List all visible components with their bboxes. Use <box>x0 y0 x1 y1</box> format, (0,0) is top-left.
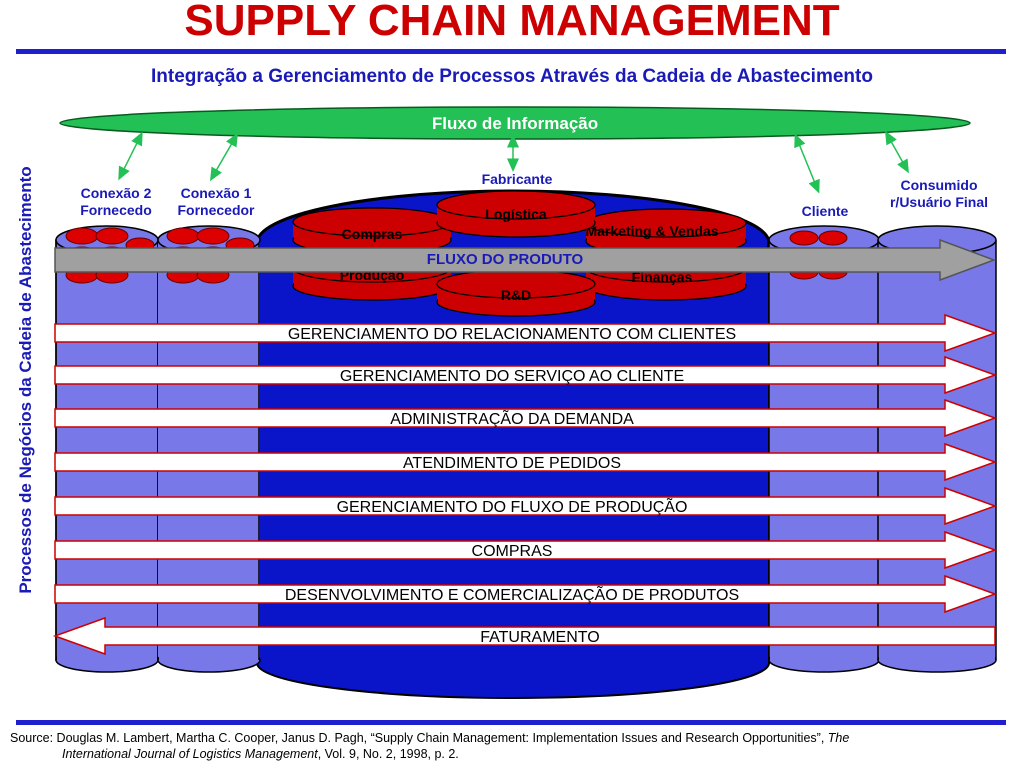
process-label: ATENDIMENTO DE PEDIDOS <box>403 455 621 472</box>
process-arrow: FATURAMENTO <box>52 616 996 656</box>
source-journal-start: The <box>827 731 850 745</box>
process-arrow: GERENCIAMENTO DO RELACIONAMENTO COM CLIE… <box>54 313 998 353</box>
bottom-rule <box>16 720 1006 725</box>
top-rule <box>16 49 1006 54</box>
process-arrow: DESENVOLVIMENTO E COMERCIALIZAÇÃO DE PRO… <box>54 574 998 614</box>
process-label: GERENCIAMENTO DO RELACIONAMENTO COM CLIE… <box>288 326 736 343</box>
process-arrow: ATENDIMENTO DE PEDIDOS <box>54 442 998 482</box>
process-arrow: GERENCIAMENTO DO SERVIÇO AO CLIENTE <box>54 355 998 395</box>
process-label: GERENCIAMENTO DO FLUXO DE PRODUÇÃO <box>337 496 688 516</box>
product-flow-label: FLUXO DO PRODUTO <box>427 251 584 268</box>
process-label: COMPRAS <box>472 543 553 560</box>
product-flow-arrow: FLUXO DO PRODUTO <box>54 238 997 282</box>
process-label: DESENVOLVIMENTO E COMERCIALIZAÇÃO DE PRO… <box>285 584 739 604</box>
process-arrows: GERENCIAMENTO DO RELACIONAMENTO COM CLIE… <box>52 313 998 656</box>
consumer-cylinder <box>877 225 997 673</box>
info-arrow-customer <box>794 133 820 194</box>
function-logistica-label: Logística <box>485 206 547 222</box>
info-flow-label: Fluxo de Informação <box>432 114 598 133</box>
process-arrow: ADMINISTRAÇÃO DA DEMANDA <box>54 398 998 438</box>
source-journal: International Journal of Logistics Manag… <box>62 747 318 761</box>
customer-cylinder <box>768 225 880 673</box>
page-title: SUPPLY CHAIN MANAGEMENT <box>184 0 840 45</box>
entity-manufacturer-label: Fabricante <box>481 171 553 187</box>
process-arrow: GERENCIAMENTO DO FLUXO DE PRODUÇÃO <box>54 486 998 526</box>
function-rd-label: R&D <box>501 287 531 303</box>
process-arrow: COMPRAS <box>54 530 998 570</box>
entity-supplier2-label: Conexão 2 Fornecedo <box>80 185 152 218</box>
function-compras-label: Compras <box>342 226 403 242</box>
function-compras: Compras <box>292 207 452 255</box>
info-flow-ellipse: Fluxo de Informação <box>59 106 971 140</box>
info-arrows <box>118 130 909 194</box>
function-marketing-label: Marketing & Vendas <box>585 223 718 239</box>
function-financas-label: Finanças <box>632 269 693 285</box>
info-arrow-supplier2 <box>118 131 143 181</box>
function-rd: R&D <box>436 269 596 317</box>
page-subtitle: Integração a Gerenciamento de Processos … <box>151 66 873 87</box>
supplier1-cylinder <box>157 225 261 673</box>
info-arrow-consumer <box>885 130 909 174</box>
source-details: , Vol. 9, No. 2, 1998, p. 2. <box>317 747 459 761</box>
info-arrow-supplier1 <box>209 132 239 182</box>
entity-customer-label: Cliente <box>801 203 849 219</box>
process-label: GERENCIAMENTO DO SERVIÇO AO CLIENTE <box>340 368 684 385</box>
entity-supplier1-label: Conexão 1 Fornecedor <box>177 185 255 218</box>
function-logistica: Logística <box>436 190 596 238</box>
source-text: Source: Douglas M. Lambert, Martha C. Co… <box>10 731 825 745</box>
entity-consumer-label: Consumido r/Usuário Final <box>889 177 989 210</box>
source-citation: Source: Douglas M. Lambert, Martha C. Co… <box>10 730 1015 762</box>
process-label: FATURAMENTO <box>480 629 599 646</box>
supplier2-cylinder <box>55 225 159 673</box>
process-label: ADMINISTRAÇÃO DA DEMANDA <box>390 408 634 428</box>
